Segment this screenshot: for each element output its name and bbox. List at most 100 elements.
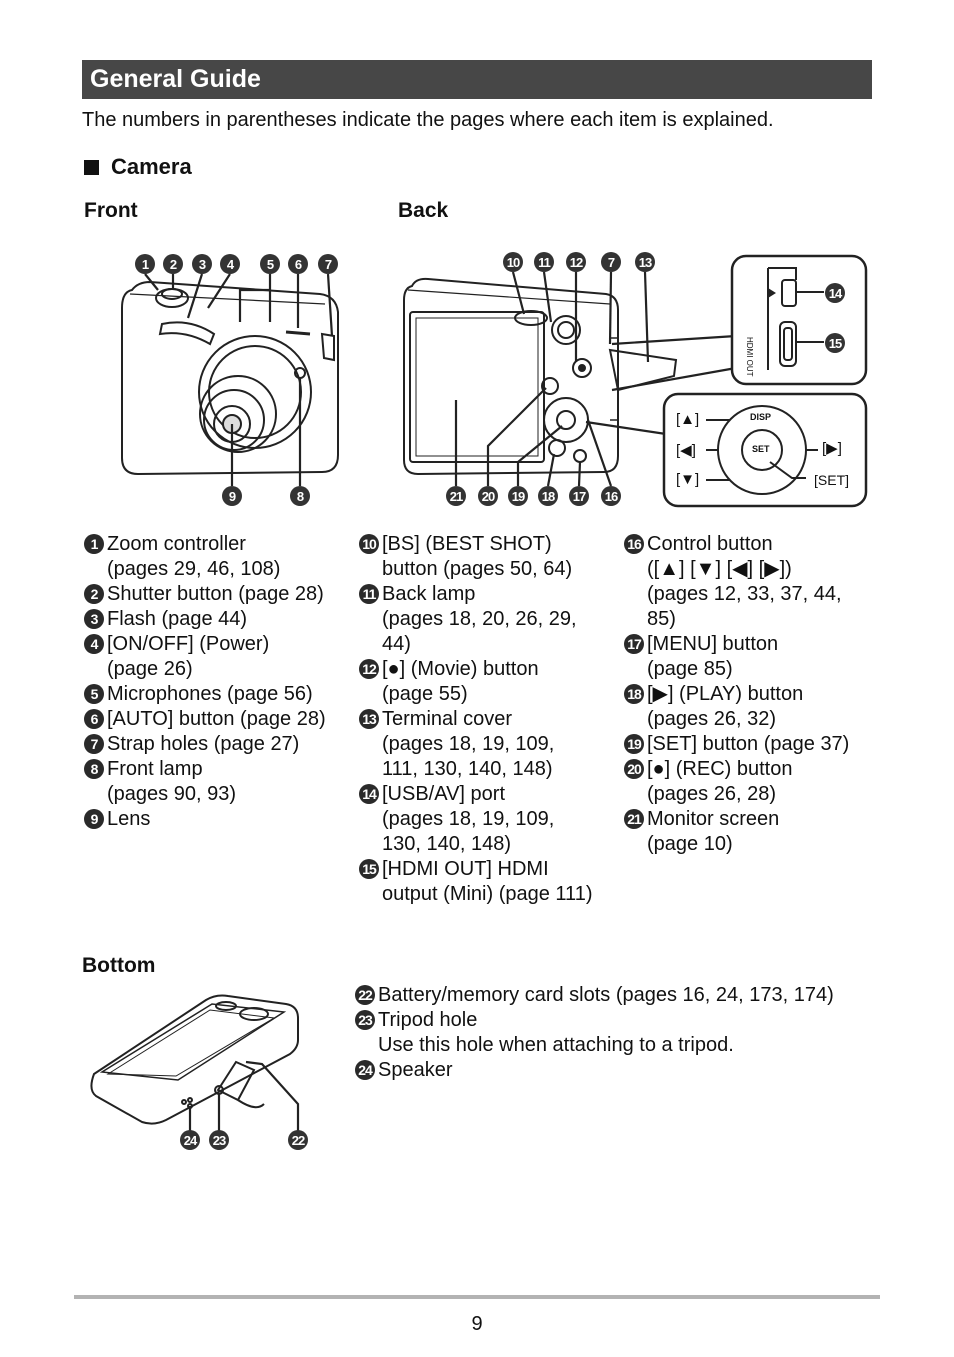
item-number-badge: 22 [355,985,375,1005]
left-label: [◀] [676,442,696,459]
callout-11: 11 [534,252,554,272]
item-description: Speaker [378,1059,453,1081]
callout-20: 20 [478,486,498,506]
intro-text: The numbers in parentheses indicate the … [82,109,774,131]
column-back-items-a: 10[BS] (BEST SHOT) button (pages 50, 64)… [359,532,621,907]
item-description: [BS] (BEST SHOT) button (pages 50, 64) [382,533,573,580]
item-description: [SET] button (page 37) [647,733,850,755]
item-number-badge: 24 [355,1060,375,1080]
list-item: 19[SET] button (page 37) [624,732,874,757]
list-item: 14[USB/AV] port (pages 18, 19, 109, 130,… [359,782,621,857]
list-item: 10[BS] (BEST SHOT) button (pages 50, 64) [359,532,621,582]
item-description: [HDMI OUT] HDMI output (Mini) (page 111) [382,858,593,905]
item-description: Terminal cover (pages 18, 19, 109, 111, … [382,708,555,780]
item-number-badge: 15 [359,859,379,879]
item-description: [●] (REC) button (pages 26, 28) [647,758,793,805]
callout-6: 6 [288,254,308,274]
item-number-badge: 10 [359,534,379,554]
item-description: Battery/memory card slots (pages 16, 24,… [378,984,834,1006]
item-description: Flash (page 44) [107,608,248,630]
item-number-badge: 9 [84,809,104,829]
bottom-camera-drawing [90,994,300,1140]
callout-10: 10 [503,252,523,272]
item-number-badge: 21 [624,809,644,829]
callout-2: 2 [163,254,183,274]
list-item: 15[HDMI OUT] HDMI output (Mini) (page 11… [359,857,621,907]
callout-18: 18 [538,486,558,506]
item-description: Monitor screen (page 10) [647,808,780,855]
callout-13: 13 [635,252,655,272]
item-description: Strap holes (page 27) [107,733,300,755]
list-item: 4[ON/OFF] (Power) (page 26) [84,632,354,682]
up-label: [▲] [676,411,700,428]
down-label: [▼] [676,471,700,488]
right-label: [▶] [822,440,842,457]
callout-8: 8 [290,486,310,506]
back-heading: Back [398,199,449,222]
front-camera-figure: 1 2 3 4 5 6 7 9 8 [110,250,350,510]
list-item: 6[AUTO] button (page 28) [84,707,354,732]
item-number-badge: 6 [84,709,104,729]
list-item: 20[●] (REC) button (pages 26, 28) [624,757,874,807]
callout-14: 14 [825,283,845,303]
set-label: [SET] [814,472,850,488]
item-description: Zoom controller (pages 29, 46, 108) [107,533,281,580]
item-number-badge: 23 [355,1010,375,1030]
item-number-badge: 7 [84,734,104,754]
item-number-badge: 19 [624,734,644,754]
item-number-badge: 4 [84,634,104,654]
item-number-badge: 3 [84,609,104,629]
item-description: [AUTO] button (page 28) [107,708,326,730]
item-description: Front lamp (pages 90, 93) [107,758,236,805]
item-description: [MENU] button (page 85) [647,633,779,680]
front-camera-drawing [121,273,339,486]
page-number: 9 [471,1313,483,1335]
section-heading-label: Camera [111,154,192,179]
item-number-badge: 1 [84,534,104,554]
item-description: Lens [107,808,151,830]
square-bullet-icon [84,159,99,175]
item-number-badge: 8 [84,759,104,779]
front-heading: Front [84,199,138,222]
item-number-badge: 17 [624,634,644,654]
item-description: Tripod hole Use this hole when attaching… [378,1009,734,1056]
callout-1: 1 [135,254,155,274]
item-description: Back lamp (pages 18, 20, 26, 29, 44) [382,583,577,655]
item-number-badge: 20 [624,759,644,779]
callout-17: 17 [569,486,589,506]
item-description: Shutter button (page 28) [107,583,324,605]
callout-7: 7 [318,254,338,274]
callout-7-back: 7 [601,252,621,272]
item-number-badge: 13 [359,709,379,729]
item-description: [▶] (PLAY) button (pages 26, 32) [647,683,804,730]
callout-9: 9 [222,486,242,506]
back-camera-figure: 10 11 12 7 13 21 20 19 18 17 16 14 15 HD… [396,250,874,512]
disp-label: DISP [750,412,772,422]
callout-24: 24 [180,1130,200,1150]
back-camera-drawing [403,254,868,508]
item-number-badge: 14 [359,784,379,804]
callout-23: 23 [209,1130,229,1150]
callout-16: 16 [601,486,621,506]
item-number-badge: 18 [624,684,644,704]
bottom-heading: Bottom [82,954,156,977]
item-number-badge: 11 [359,584,379,604]
hdmi-out-label: HDMI OUT [745,337,754,377]
callout-19: 19 [508,486,528,506]
item-number-badge: 12 [359,659,379,679]
callout-22: 22 [288,1130,308,1150]
bottom-camera-figure: 24 23 22 [86,992,316,1154]
